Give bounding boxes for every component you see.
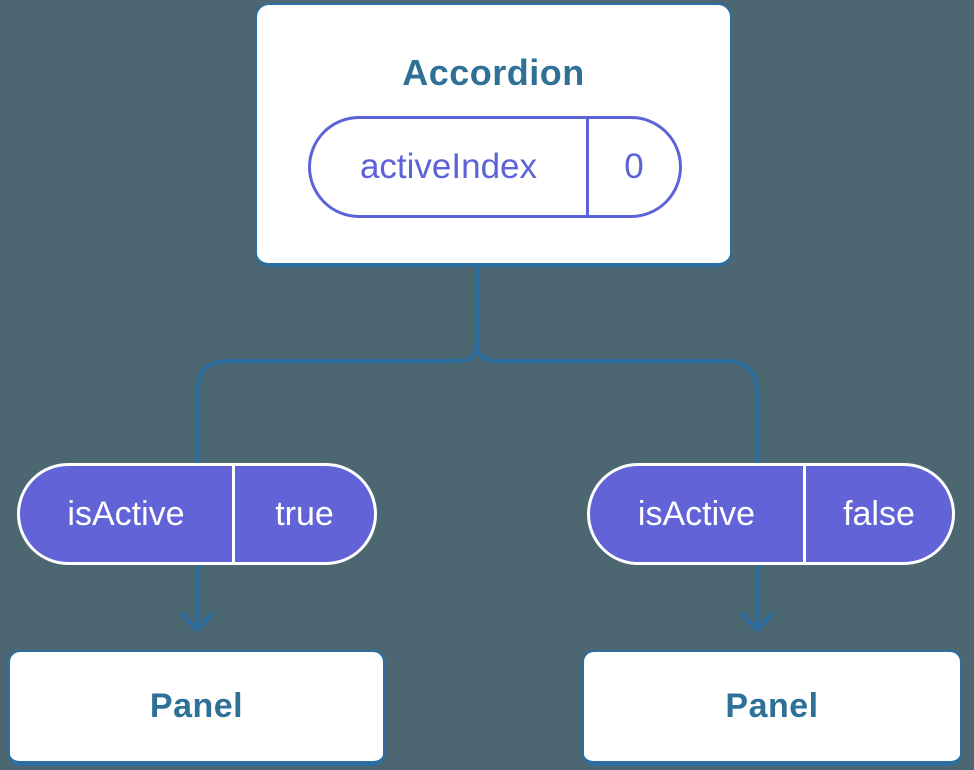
state-value: 0 bbox=[586, 119, 679, 215]
panel-title: Panel bbox=[149, 687, 244, 725]
panel-card-right: Panel bbox=[582, 650, 962, 766]
panel-title: Panel bbox=[725, 687, 819, 725]
accordion-title: Accordion bbox=[402, 52, 585, 93]
right-branch-line bbox=[475, 341, 759, 629]
accordion-card: Accordion activeIndex 0 bbox=[255, 3, 732, 267]
prop-value: false bbox=[803, 466, 952, 562]
prop-name: isActive bbox=[67, 494, 185, 533]
state-name: activeIndex bbox=[359, 147, 538, 186]
prop-name: isActive bbox=[637, 494, 756, 533]
prop-value: true bbox=[232, 466, 374, 562]
right-arrowhead-icon bbox=[739, 611, 775, 633]
is-active-true-prop-pill: isActive true bbox=[17, 463, 377, 565]
left-arrowhead-icon bbox=[179, 611, 215, 633]
is-active-false-prop-pill: isActive false bbox=[587, 463, 955, 565]
panel-card-left: Panel bbox=[8, 650, 385, 766]
left-branch-line bbox=[195, 341, 479, 629]
active-index-state-pill: activeIndex 0 bbox=[308, 116, 682, 218]
